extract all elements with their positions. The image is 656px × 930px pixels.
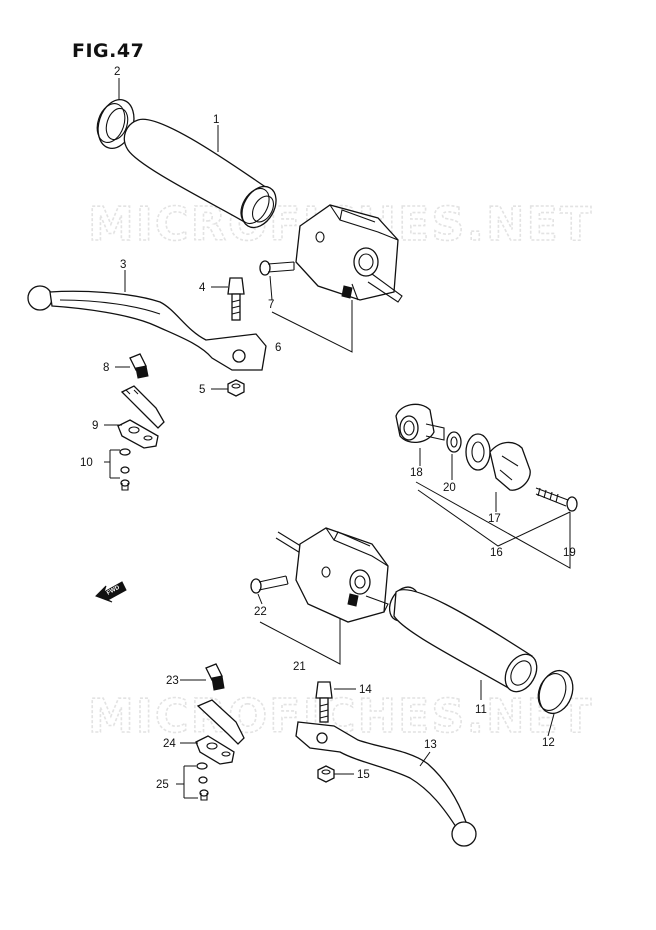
part-11-grip[interactable] — [384, 582, 543, 697]
part-24-bracket[interactable] — [195, 699, 245, 765]
part-4-bolt[interactable] — [227, 277, 245, 321]
label-3: 3 — [120, 259, 126, 271]
label-2: 2 — [114, 66, 120, 78]
part-17-knob[interactable] — [465, 433, 531, 491]
label-12: 12 — [542, 737, 555, 749]
label-1: 1 — [213, 114, 219, 126]
part-15-nut[interactable] — [317, 765, 335, 783]
part-20-washer[interactable] — [446, 431, 462, 453]
label-10: 10 — [80, 457, 93, 469]
label-11: 11 — [475, 704, 487, 716]
label-4: 4 — [199, 282, 206, 294]
part-5-nut[interactable] — [227, 379, 245, 397]
label-14: 14 — [359, 684, 372, 696]
part-14-bolt[interactable] — [315, 681, 333, 723]
label-8: 8 — [103, 362, 109, 374]
part-18-holder[interactable] — [395, 403, 445, 443]
label-25: 25 — [156, 779, 169, 791]
label-15: 15 — [357, 769, 370, 781]
part-12-end-cap[interactable] — [533, 666, 578, 718]
label-17: 17 — [488, 513, 501, 525]
label-20: 20 — [443, 482, 456, 494]
part-9-bracket[interactable] — [117, 385, 165, 449]
fwd-arrow-icon — [95, 581, 127, 603]
label-5: 5 — [199, 384, 205, 396]
label-21: 21 — [293, 661, 306, 673]
label-13: 13 — [424, 739, 437, 751]
label-9: 9 — [92, 420, 98, 432]
label-6: 6 — [275, 342, 281, 354]
part-6-switch-housing-right[interactable] — [295, 204, 403, 303]
leader-lines — [104, 78, 571, 799]
part-21-switch-housing-left[interactable] — [275, 527, 389, 623]
label-19: 19 — [563, 547, 576, 559]
label-23: 23 — [166, 675, 179, 687]
figure-title: FIG.47 — [72, 40, 145, 62]
label-16: 16 — [490, 547, 503, 559]
label-7: 7 — [268, 299, 274, 311]
label-22: 22 — [254, 606, 267, 618]
part-22-screw[interactable] — [250, 575, 289, 594]
part-25-screw-set[interactable] — [196, 762, 209, 801]
part-3-brake-lever[interactable] — [27, 285, 267, 371]
part-1-throttle-grip[interactable] — [123, 118, 283, 233]
part-8-switch[interactable] — [129, 353, 149, 379]
part-7-screw[interactable] — [259, 260, 295, 276]
label-24: 24 — [163, 738, 176, 750]
part-labels: 2 1 3 4 7 6 8 5 9 10 18 20 17 16 19 22 2… — [80, 66, 576, 791]
label-18: 18 — [410, 467, 423, 479]
part-10-screw-set[interactable] — [119, 448, 131, 491]
part-19-bolt[interactable] — [535, 487, 578, 512]
part-23-switch[interactable] — [205, 663, 225, 691]
part-13-clutch-lever[interactable] — [295, 721, 477, 847]
